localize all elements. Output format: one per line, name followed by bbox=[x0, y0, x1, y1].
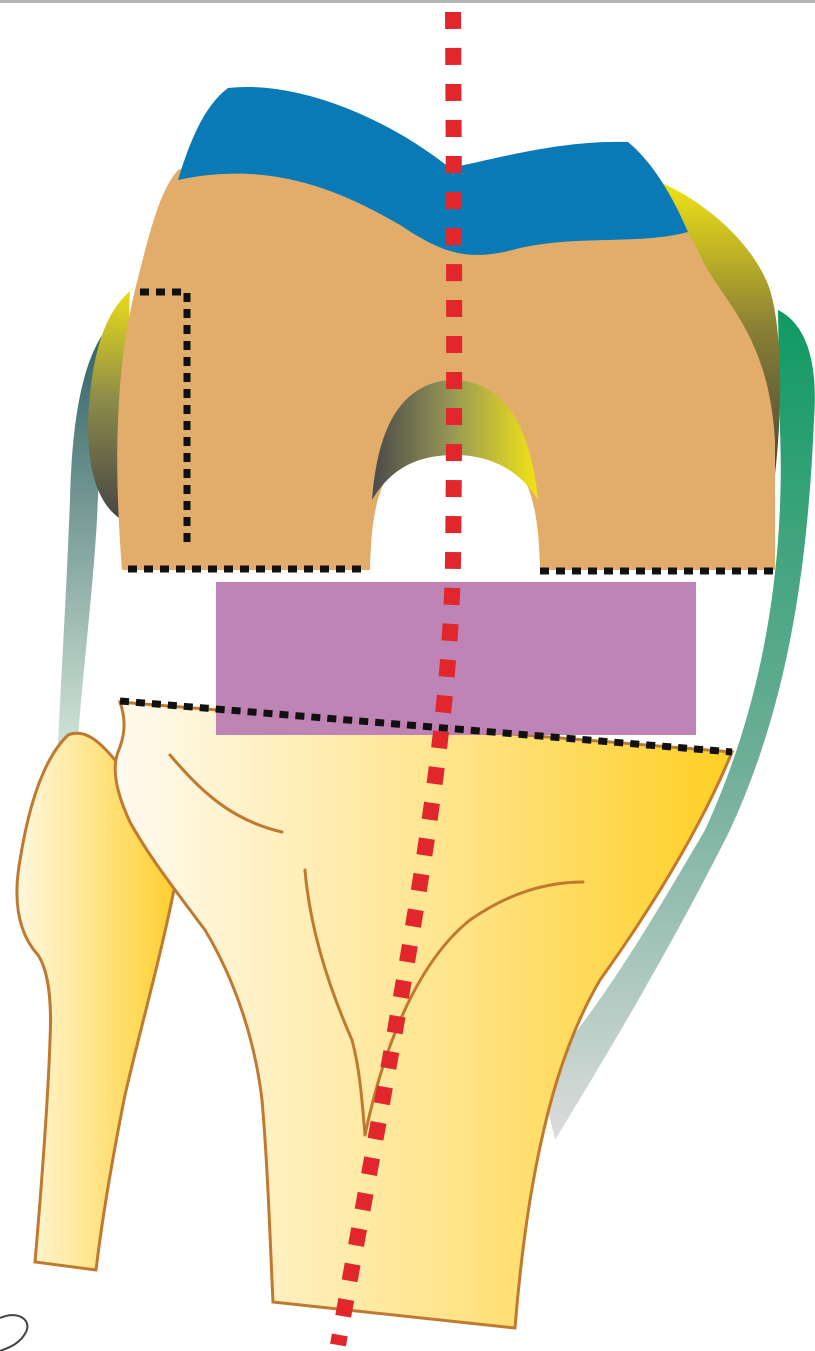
stray-curve bbox=[0, 1315, 27, 1351]
proximal-tibia bbox=[115, 702, 732, 1328]
